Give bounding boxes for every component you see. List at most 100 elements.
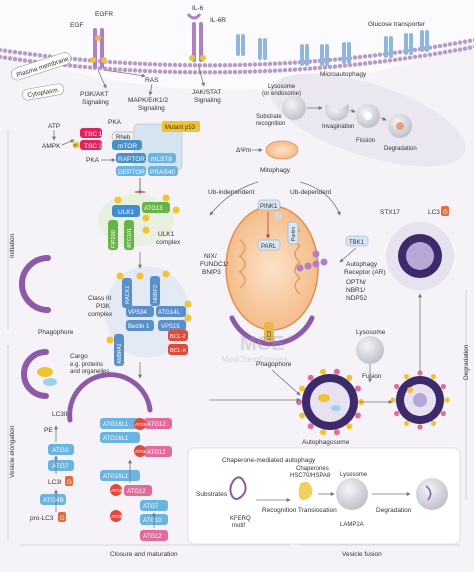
- mitochondrion: [225, 205, 319, 331]
- membrane-bead: [462, 46, 468, 51]
- membrane-bead: [177, 69, 183, 75]
- stage-vesicle-fusion: Vesicle fusion: [342, 551, 382, 558]
- atg16l1-label-3: ATG16L1: [103, 474, 129, 480]
- membrane-bead: [12, 56, 18, 62]
- bnip3-label: BNIP3: [202, 269, 221, 276]
- membrane-bead: [442, 50, 448, 55]
- membrane-bead: [427, 52, 433, 57]
- membrane-bead: [232, 62, 238, 68]
- membrane-bead: [372, 53, 378, 58]
- optn-label: OPTN/: [346, 279, 366, 286]
- membrane-bead: [352, 62, 358, 67]
- membrane-bead: [262, 68, 268, 74]
- membrane-bead: [182, 62, 188, 68]
- membrane-bead: [7, 56, 13, 61]
- stage-initiation: Initiation: [9, 233, 16, 258]
- membrane-bead: [0, 47, 3, 53]
- membrane-bead: [272, 61, 278, 66]
- atg7-lower-label: ATG7: [143, 504, 159, 510]
- tsc2-phospho: P: [74, 143, 77, 148]
- surface-marker: [333, 368, 340, 375]
- membrane-bead: [202, 63, 208, 68]
- membrane-bead: [327, 64, 333, 70]
- membrane-bead: [257, 62, 263, 67]
- lc3ii-label: LC3II: [52, 411, 68, 418]
- membrane-bead: [87, 65, 93, 70]
- stage-vesicle-elongation: Vesicle elongation: [9, 425, 16, 478]
- watermark-sub: MedChemExpress: [222, 355, 288, 364]
- membrane-bead: [237, 69, 243, 75]
- atg12-label-3: ATG12: [127, 489, 146, 495]
- atg7-label: ATG7: [52, 463, 69, 470]
- transporter-unit: [347, 42, 351, 64]
- membrane-bead: [172, 69, 178, 75]
- fundc1-label: FUNDC1/: [200, 261, 228, 268]
- surface-marker: [440, 410, 446, 417]
- nrbf2-label: NRBF2: [153, 285, 159, 303]
- cargo-label: Cargo: [70, 353, 88, 360]
- membrane-bead: [82, 64, 88, 70]
- membrane-bead: [147, 68, 153, 74]
- pi3k-label: PI3K: [96, 303, 111, 310]
- rack1-label: RACK1: [125, 286, 131, 304]
- translocation-label: Translocation: [298, 507, 337, 514]
- pe-label: PE: [44, 427, 53, 434]
- surface-marker: [394, 410, 400, 417]
- ulk1-complex-word: complex: [156, 239, 181, 246]
- membrane-bead: [192, 70, 198, 75]
- membrane-bead: [207, 70, 213, 75]
- phospho-dot: [116, 272, 124, 280]
- surface-marker: [307, 423, 314, 430]
- surface-marker: [444, 397, 450, 403]
- cma-title: Chaperone-mediated autophagy: [222, 457, 316, 464]
- membrane-bead: [7, 49, 13, 54]
- membrane-bead: [392, 50, 398, 55]
- membrane-bead: [302, 66, 308, 72]
- membrane-bead: [72, 63, 78, 69]
- fission-label: Fission: [356, 138, 375, 144]
- chaperones-label: Chaperones: [296, 466, 329, 472]
- microautophagy-title: Microautophagy: [320, 71, 367, 78]
- phospho-dot: [142, 214, 150, 222]
- transporter-unit: [320, 44, 324, 66]
- membrane-bead: [352, 55, 358, 60]
- surface-marker: [333, 429, 340, 436]
- membrane-bead: [72, 56, 78, 62]
- cma-panel: [187, 447, 461, 545]
- membrane-bead: [292, 67, 298, 72]
- membrane-bead: [167, 69, 173, 75]
- membrane-bead: [452, 41, 458, 46]
- membrane-bead: [257, 69, 263, 74]
- atg5-label-2: ATG5: [135, 422, 147, 427]
- cargo-detail-1: e.g. proteins: [70, 362, 103, 368]
- membrane-bead: [277, 61, 283, 66]
- lc3-right-g: G: [443, 210, 448, 216]
- lysosome-micro-label: Lysosome: [268, 84, 296, 90]
- membrane-bead: [117, 60, 123, 65]
- substrate-recognition-label: recognition: [256, 121, 285, 127]
- phospho-dot: [172, 206, 180, 214]
- membrane-bead: [457, 47, 463, 52]
- membrane-bead: [412, 54, 418, 60]
- membrane-bead: [307, 66, 313, 71]
- membrane-bead: [137, 61, 143, 66]
- watermark-logo: MCE: [240, 333, 284, 355]
- membrane-bead: [447, 49, 453, 54]
- membrane-bead: [17, 50, 23, 56]
- membrane-bead: [337, 56, 343, 62]
- surface-marker: [394, 383, 400, 390]
- membrane-bead: [342, 63, 348, 68]
- membrane-bead: [202, 70, 208, 75]
- membrane-bead: [337, 63, 343, 69]
- membrane-bead: [262, 61, 268, 67]
- mapk-label: MAPK/ErK1/2: [128, 97, 168, 104]
- invagination-label: Invagination: [322, 124, 354, 130]
- surface-marker: [346, 423, 353, 430]
- membrane-bead: [217, 63, 223, 68]
- plasma-membrane: [0, 37, 474, 75]
- membrane-bead: [272, 68, 278, 73]
- atg5-label-1: ATG5: [135, 449, 147, 454]
- atp-label: ATP: [48, 123, 60, 130]
